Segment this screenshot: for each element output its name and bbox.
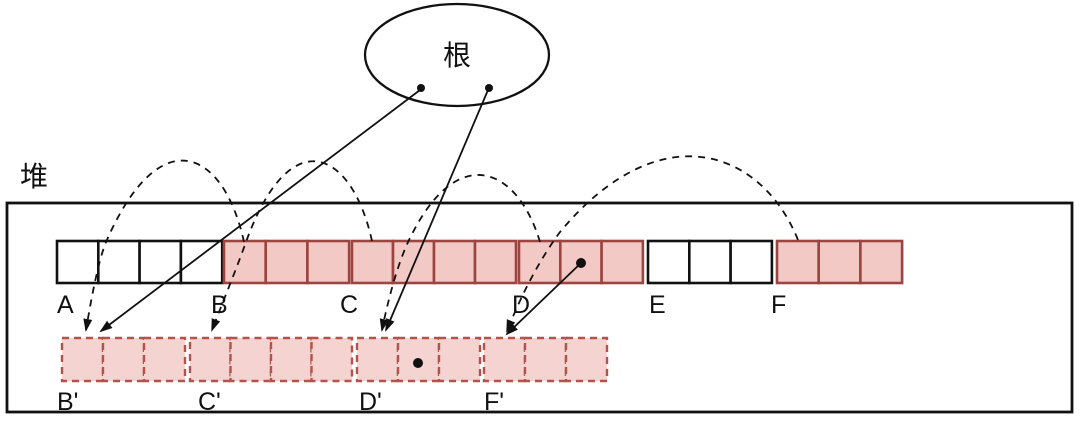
d-field-to-f-copy-arrow <box>505 262 582 336</box>
root-to-b-copy-arrow <box>99 89 421 333</box>
memory-cell-C-prime <box>310 336 354 383</box>
memory-cell-C-prime <box>188 336 232 383</box>
block-label-D-prime: D' <box>359 388 382 416</box>
memory-cell-A <box>138 239 183 285</box>
memory-cell-C <box>391 239 436 285</box>
block-label-E: E <box>649 291 666 319</box>
memory-cell-E <box>729 239 774 285</box>
memory-cell-F <box>817 239 862 285</box>
heap-title: 堆 <box>20 161 48 192</box>
memory-cell-D <box>600 239 645 285</box>
root-pointer-dot-left <box>417 84 425 92</box>
memory-cell-F-prime <box>523 336 568 383</box>
block-label-C-prime: C' <box>198 388 221 416</box>
memory-cell-A <box>97 239 141 285</box>
block-label-F-prime: F' <box>484 388 504 416</box>
memory-cell-C-prime <box>229 336 273 383</box>
memory-cell-F <box>775 239 821 285</box>
heap-outline <box>5 201 1074 414</box>
memory-cell-C-prime <box>269 336 313 383</box>
memory-cell-E <box>646 239 691 285</box>
d-to-d-copy-forwarding-arc <box>379 174 541 332</box>
memory-cell-D-prime <box>355 336 400 383</box>
block-label-D: D <box>512 291 530 319</box>
memory-cell-B-prime <box>60 336 105 383</box>
d-block-field-dot <box>576 258 586 268</box>
memory-cell-C <box>473 239 518 285</box>
root-set-oval <box>363 2 551 108</box>
block-label-B: B <box>211 291 228 319</box>
block-label-B-prime: B' <box>57 388 78 416</box>
memory-cell-B <box>306 239 351 285</box>
b-to-b-copy-forwarding-arc <box>83 159 245 332</box>
memory-cell-A <box>55 239 100 285</box>
memory-cell-B <box>264 239 309 285</box>
memory-cell-B <box>222 239 268 285</box>
memory-cell-A <box>179 239 224 285</box>
block-label-C: C <box>340 291 358 319</box>
memory-cell-C <box>432 239 477 285</box>
memory-cell-B-prime <box>142 336 187 383</box>
memory-cell-F <box>859 239 904 285</box>
memory-cell-F-prime <box>482 336 527 383</box>
memory-cell-D <box>517 239 562 285</box>
memory-cell-C <box>350 239 395 285</box>
memory-cell-F-prime <box>564 336 609 383</box>
block-label-F: F <box>771 291 786 319</box>
memory-cell-D-prime <box>437 336 482 383</box>
d-copy-field-dot <box>413 358 423 368</box>
memory-cell-B-prime <box>101 336 146 383</box>
memory-cell-E <box>687 239 732 285</box>
root-title: 根 <box>443 40 471 71</box>
root-pointer-dot-right <box>485 84 493 92</box>
c-to-c-copy-forwarding-arc <box>211 160 373 332</box>
block-label-A: A <box>57 291 74 319</box>
root-to-d-copy-arrow <box>385 89 489 332</box>
f-to-f-copy-forwarding-arc <box>506 155 799 333</box>
